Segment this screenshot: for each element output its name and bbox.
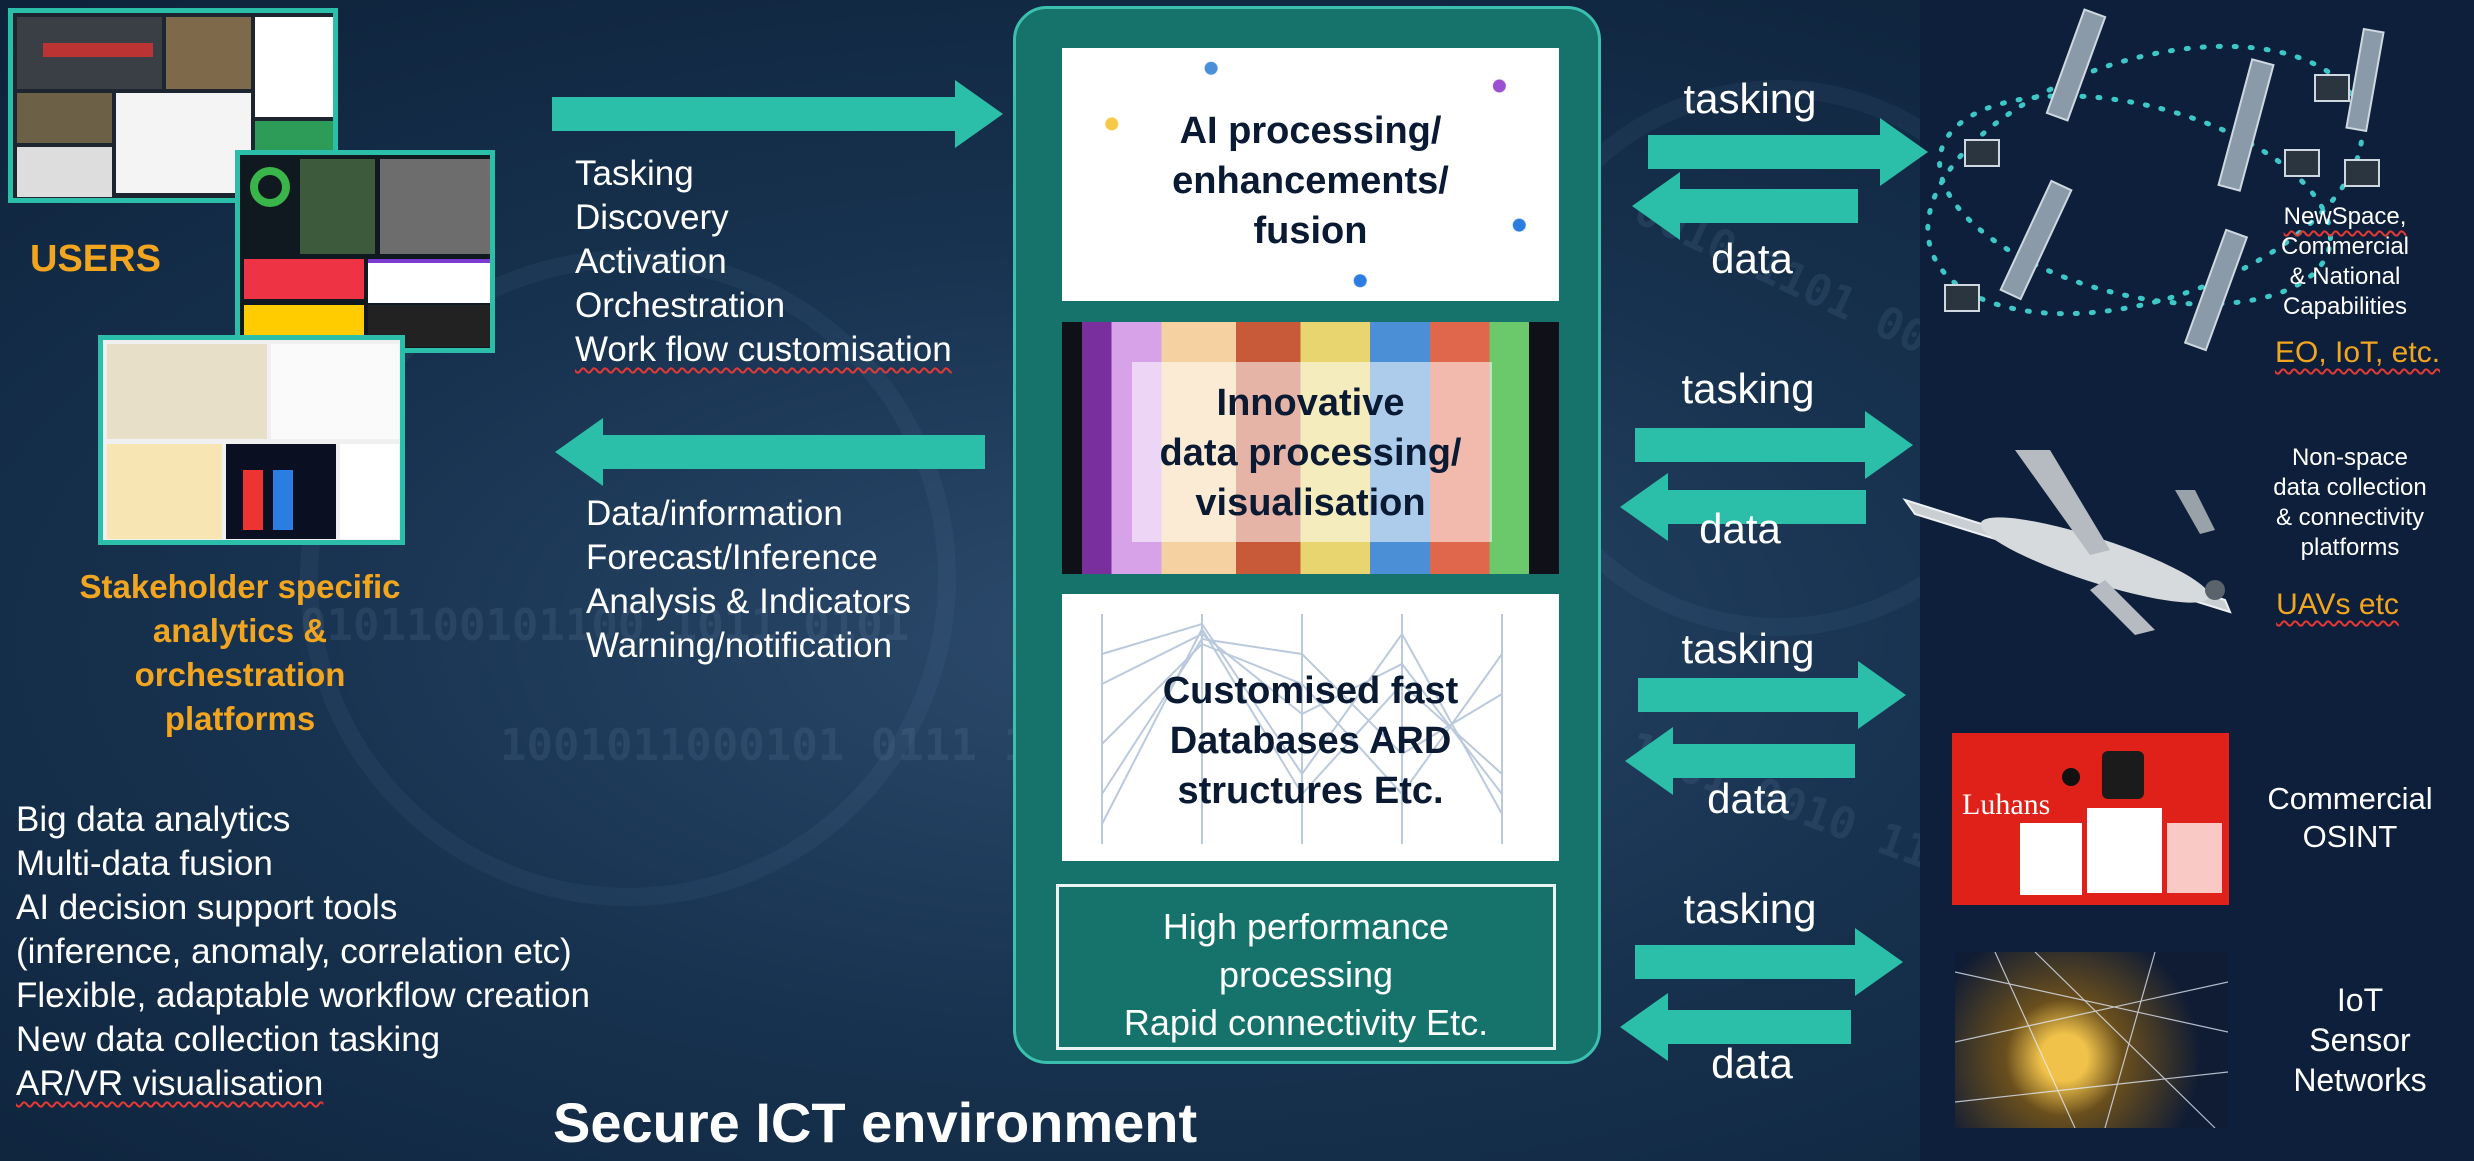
tasking-arrow-2-head (1865, 411, 1913, 479)
osint-thumbnail: Luhans (1952, 733, 2229, 905)
tasking-list: Tasking Discovery Activation Orchestrati… (575, 154, 952, 369)
osint-thumbnail-text: Luhans (1962, 788, 2051, 821)
iot-sensor-thumbnail (1955, 952, 2228, 1128)
databases-card: Customised fast Databases ARD structures… (1062, 594, 1559, 861)
newspace-label: NewSpace, Commercial & National Capabili… (2280, 203, 2409, 320)
tasking-label-2: tasking (1681, 365, 1815, 412)
arrow-to-users (600, 435, 985, 469)
data-processing-label: Innovative data processing/ visualisatio… (1159, 382, 1462, 524)
capabilities-list: Big data analytics Multi-data fusion AI … (16, 800, 590, 1103)
users-label: USERS (30, 238, 161, 280)
tasking-arrow-3 (1638, 678, 1860, 712)
background-binary: 0101100101100 1011 0101 (300, 600, 910, 651)
tasking-label-4: tasking (1683, 885, 1817, 932)
stakeholder-label: Stakeholder specific analytics & orchest… (79, 568, 401, 737)
data-arrow-2 (1666, 490, 1866, 524)
data-arrow-1-head (1632, 172, 1680, 240)
parallel-coordinates-decoration (1101, 614, 1503, 844)
data-label-4: data (1711, 1040, 1793, 1087)
tasking-arrow-2 (1635, 428, 1867, 462)
data-label-2: data (1699, 505, 1781, 552)
nonspace-tag: UAVs etc (2276, 588, 2399, 621)
tasking-label-3: tasking (1681, 625, 1815, 672)
background-binary: 1001011000101 0111 10 (500, 720, 1057, 771)
secure-ict-title: Secure ICT environment (553, 1091, 1198, 1154)
tasking-arrow-3-head (1858, 661, 1906, 729)
user-dashboard-thumbnail-3 (98, 335, 405, 545)
tasking-arrow-4-head (1855, 928, 1903, 996)
data-arrow-3 (1670, 744, 1855, 778)
osint-label: Commercial OSINT (2267, 781, 2433, 854)
tasking-arrow-1-head (1880, 118, 1928, 186)
tasking-arrow-1 (1648, 135, 1883, 169)
iot-label: IoT Sensor Networks (2293, 982, 2427, 1098)
high-performance-box: High performance processing Rapid connec… (1056, 884, 1556, 1050)
data-processing-card: Innovative data processing/ visualisatio… (1062, 322, 1559, 574)
tasking-arrow-4 (1635, 945, 1857, 979)
data-arrow-4-head (1620, 993, 1668, 1061)
ai-processing-card: AI processing/ enhancements/ fusion (1062, 48, 1559, 301)
arrow-to-processing-head (955, 80, 1003, 148)
data-arrow-4 (1666, 1010, 1851, 1044)
newspace-tag: EO, IoT, etc. (2274, 336, 2441, 369)
arrow-to-users-head (555, 418, 603, 486)
user-dashboard-thumbnail-2 (235, 150, 495, 353)
circuit-decoration (1062, 48, 1559, 301)
data-label-3: data (1707, 775, 1789, 822)
satellite-constellation-illustration (1925, 8, 2385, 352)
databases-label: Customised fast Databases ARD structures… (1162, 670, 1459, 812)
tasking-label-1: tasking (1683, 75, 1817, 122)
data-arrow-2-head (1620, 473, 1668, 541)
data-arrow-1 (1678, 189, 1858, 223)
data-output-list: Data/information Forecast/Inference Anal… (586, 494, 911, 665)
nonspace-label: Non-space data collection & connectivity… (2273, 444, 2427, 561)
data-arrow-3-head (1625, 727, 1673, 795)
uav-illustration (1902, 450, 2232, 635)
data-label-1: data (1711, 235, 1793, 282)
ai-processing-label: AI processing/ enhancements/ fusion (1172, 110, 1449, 252)
arrow-to-processing (552, 97, 957, 131)
